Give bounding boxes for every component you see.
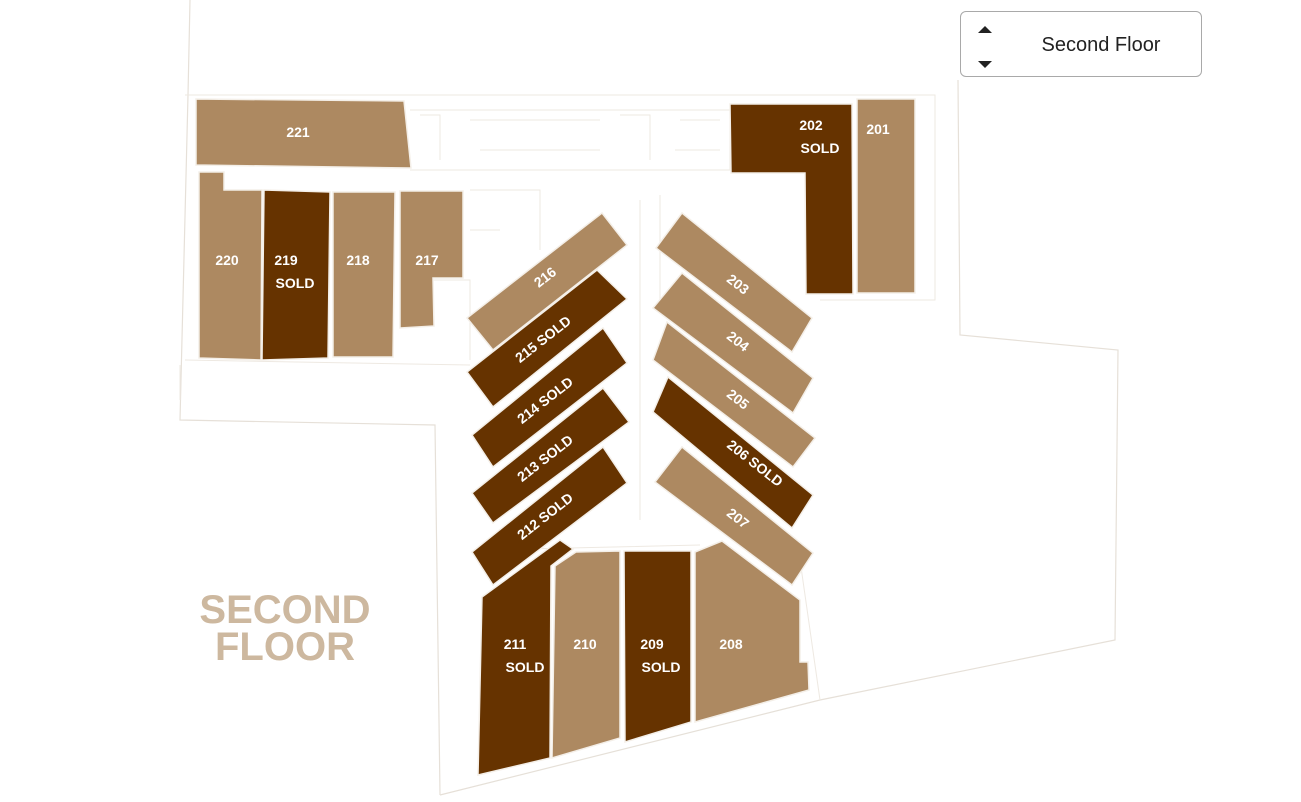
arrow-down-icon[interactable] bbox=[978, 61, 992, 68]
unit-shape[interactable] bbox=[465, 211, 629, 352]
unit-shape[interactable] bbox=[195, 98, 412, 169]
unit-209[interactable]: 209 SOLD bbox=[623, 550, 692, 744]
plan-title-line2: FLOOR bbox=[215, 625, 355, 669]
plan-title-line1: SECOND bbox=[199, 588, 370, 632]
unit-shape[interactable] bbox=[471, 326, 629, 469]
unit-shape[interactable] bbox=[198, 171, 263, 361]
unit-210[interactable]: 210 bbox=[551, 550, 621, 760]
unit-shape[interactable] bbox=[471, 445, 629, 587]
floor-select[interactable]: Second Floor bbox=[960, 11, 1202, 77]
unit-221[interactable]: 221 bbox=[195, 98, 412, 169]
unit-shape[interactable] bbox=[653, 445, 814, 587]
unit-shape[interactable] bbox=[652, 375, 814, 530]
unit-201[interactable]: 201 bbox=[856, 98, 916, 294]
unit-shape[interactable] bbox=[477, 539, 575, 776]
unit-220[interactable]: 220 bbox=[198, 171, 263, 361]
unit-shape[interactable] bbox=[551, 550, 621, 760]
unit-shape[interactable] bbox=[652, 320, 817, 469]
unit-shape[interactable] bbox=[651, 271, 814, 415]
unit-shape[interactable] bbox=[694, 540, 810, 723]
unit-shape[interactable] bbox=[623, 550, 692, 744]
floor-select-value: Second Floor bbox=[1041, 34, 1161, 56]
unit-217[interactable]: 217 bbox=[399, 190, 464, 329]
unit-shape[interactable] bbox=[261, 189, 331, 361]
plan-title: SECOND FLOOR bbox=[199, 588, 370, 669]
arrow-up-icon[interactable] bbox=[978, 26, 992, 33]
unit-shape[interactable] bbox=[470, 386, 631, 525]
unit-shape[interactable] bbox=[465, 269, 629, 409]
unit-219[interactable]: 219 SOLD bbox=[261, 189, 331, 361]
unit-218[interactable]: 218 bbox=[332, 191, 396, 358]
unit-shape[interactable] bbox=[332, 191, 396, 358]
unit-shape[interactable] bbox=[856, 98, 916, 294]
unit-202[interactable]: 202 SOLD bbox=[729, 103, 854, 295]
unit-shape[interactable] bbox=[729, 103, 854, 295]
unit-shape[interactable] bbox=[399, 190, 464, 329]
unit-shape[interactable] bbox=[654, 211, 813, 354]
